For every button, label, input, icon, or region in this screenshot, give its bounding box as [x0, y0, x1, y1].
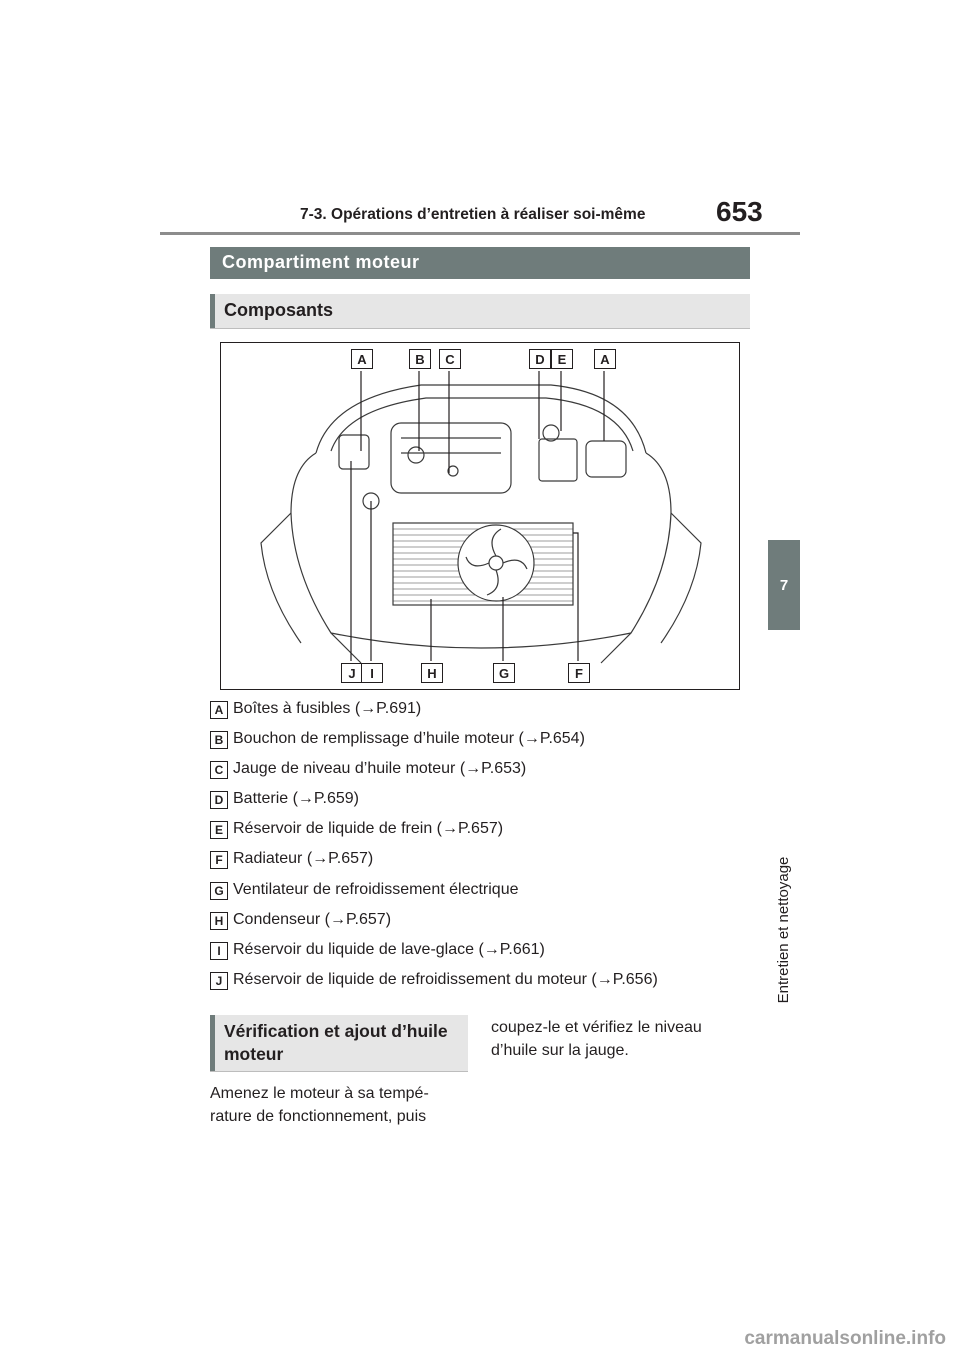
paragraph-line: Amenez le moteur à sa tempé- — [210, 1085, 429, 1102]
component-text: Batterie (→P.659) — [233, 790, 359, 807]
callout-bottom-3: H — [421, 663, 443, 683]
component-text: Jauge de niveau d’huile moteur (→P.653) — [233, 760, 527, 777]
component-text: Bouchon de remplissage d’huile moteur (→… — [233, 730, 585, 747]
engine-compartment-figure: A B C D E A J I H G F — [220, 342, 740, 690]
component-key: E — [210, 821, 228, 839]
callout-bottom-5: F — [568, 663, 590, 683]
callout-top-6: A — [594, 349, 616, 369]
component-text: Réservoir de liquide de frein (→P.657) — [233, 820, 504, 837]
component-text: Réservoir de liquide de refroidissement … — [233, 971, 658, 988]
callout-top-3: C — [439, 349, 461, 369]
component-text: Réservoir du liquide de lave-glace (→P.6… — [233, 941, 545, 958]
header-divider — [160, 232, 800, 235]
component-key: J — [210, 972, 228, 990]
component-key: F — [210, 851, 228, 869]
component-text: Boîtes à fusibles (→P.691) — [233, 700, 422, 717]
component-text: Ventilateur de refroidissement électriqu… — [233, 881, 519, 898]
section-heading-text: Compartiment moteur — [222, 252, 420, 272]
callout-bottom-4: G — [493, 663, 515, 683]
oil-check-heading-text: Vérification et ajout d’huile moteur — [224, 1021, 448, 1064]
paragraph-line: rature de fonctionnement, puis — [210, 1108, 427, 1125]
callout-top-2: B — [409, 349, 431, 369]
callout-bottom-2: I — [361, 663, 383, 683]
component-key: B — [210, 731, 228, 749]
subsection-heading-text: Composants — [224, 300, 334, 320]
section-heading: Compartiment moteur — [210, 247, 750, 279]
heading-accent — [210, 1015, 215, 1071]
header-title: 7-3. Opérations d’entretien à réaliser s… — [300, 206, 646, 223]
chapter-label-text: Entretien et nettoyage — [775, 856, 792, 1004]
chapter-number: 7 — [779, 576, 789, 594]
oil-check-heading: Vérification et ajout d’huile moteur — [210, 1015, 468, 1072]
page-number: 653 — [716, 196, 763, 227]
engine-illustration — [260, 371, 702, 664]
watermark: carmanualsonline.info — [744, 1328, 946, 1349]
oil-check-paragraph-left: Amenez le moteur à sa tempé- rature de f… — [210, 1082, 429, 1128]
callout-top-5: E — [551, 349, 573, 369]
component-key: D — [210, 791, 228, 809]
chapter-tab[interactable]: 7 — [768, 540, 800, 630]
component-key: G — [210, 882, 228, 900]
component-text: Radiateur (→P.657) — [233, 850, 374, 867]
heading-accent — [210, 294, 215, 328]
component-key: I — [210, 942, 228, 960]
callout-bottom-1: J — [341, 663, 363, 683]
paragraph-line: d’huile sur la jauge. — [491, 1042, 629, 1059]
component-key: A — [210, 701, 228, 719]
chapter-label: Entretien et nettoyage — [775, 857, 795, 1004]
callout-top-4: D — [529, 349, 551, 369]
component-key: C — [210, 761, 228, 779]
subsection-heading: Composants — [210, 294, 750, 329]
callout-top-1: A — [351, 349, 373, 369]
component-text: Condenseur (→P.657) — [233, 911, 392, 928]
oil-check-paragraph-right: coupez-le et vérifiez le niveau d’huile … — [491, 1016, 702, 1062]
component-key: H — [210, 912, 228, 930]
paragraph-line: coupez-le et vérifiez le niveau — [491, 1019, 702, 1036]
